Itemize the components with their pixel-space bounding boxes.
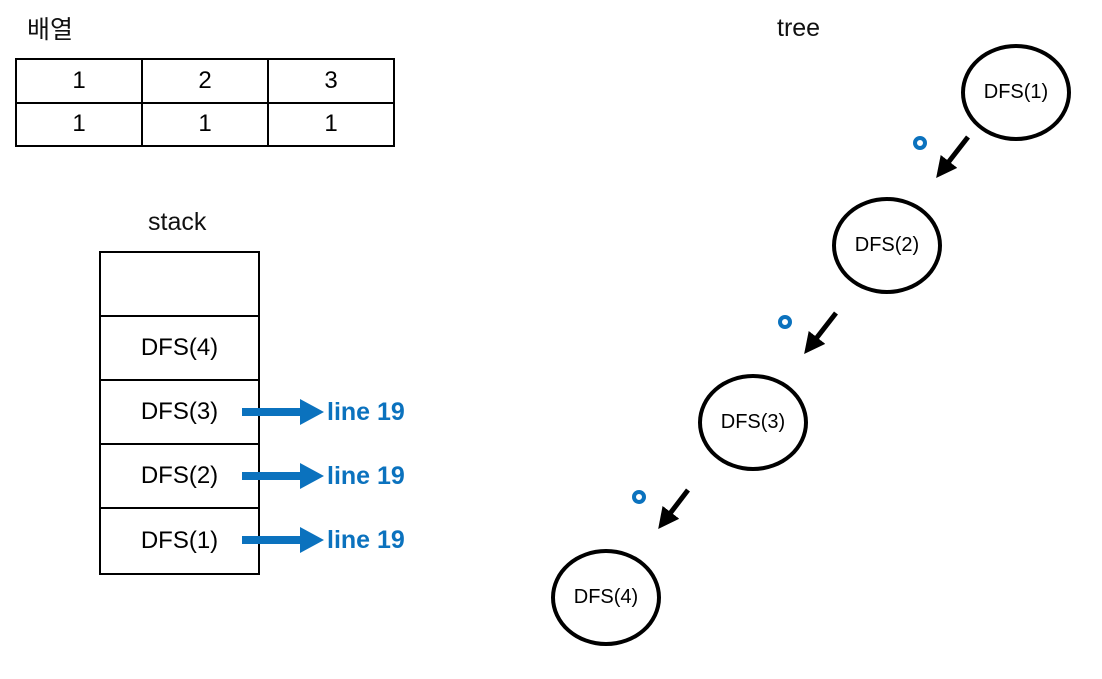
array-cell: 1 bbox=[15, 58, 143, 104]
arrow-head bbox=[300, 399, 324, 425]
stack-cell-dfs1: DFS(1) bbox=[140, 527, 219, 554]
visit-marker-icon bbox=[913, 136, 927, 150]
edge-arrow-1-2 bbox=[936, 135, 970, 178]
array-table: 1 2 3 1 1 1 bbox=[15, 58, 395, 147]
array-cell: 1 bbox=[267, 101, 395, 147]
arrow-head bbox=[300, 463, 324, 489]
stack-section-title: stack bbox=[148, 208, 207, 236]
line-annotation-dfs2: line 19 bbox=[327, 462, 405, 490]
stack-cell-empty bbox=[101, 253, 258, 317]
tree-node-dfs1: DFS(1) bbox=[961, 44, 1071, 141]
stack-cell-dfs3: DFS(3) bbox=[101, 381, 258, 445]
stack-pointer-arrow-icon bbox=[242, 463, 324, 489]
array-cell: 1 bbox=[15, 101, 143, 147]
arrow-stem bbox=[242, 408, 302, 416]
stack-cell-dfs2: DFS(2) bbox=[101, 445, 258, 509]
edge-arrow-3-4 bbox=[658, 488, 690, 530]
array-cell: 1 bbox=[141, 101, 269, 147]
arrow-stem bbox=[242, 472, 302, 480]
tree-node-label: DFS(4) bbox=[573, 586, 639, 608]
array-table-row: 1 1 1 bbox=[15, 101, 395, 147]
visit-marker-icon bbox=[632, 490, 646, 504]
array-cell: 2 bbox=[141, 58, 269, 104]
tree-node-label: DFS(3) bbox=[720, 411, 786, 433]
tree-node-dfs4: DFS(4) bbox=[551, 549, 661, 646]
arrow-stem bbox=[242, 536, 302, 544]
edge-arrow-2-3 bbox=[804, 311, 838, 354]
array-cell: 3 bbox=[267, 58, 395, 104]
line-annotation-dfs1: line 19 bbox=[327, 526, 405, 554]
tree-section-title: tree bbox=[777, 14, 821, 42]
visit-marker-icon bbox=[778, 315, 792, 329]
stack-box: DFS(4) DFS(3) DFS(2) DFS(1) bbox=[99, 251, 260, 575]
line-annotation-dfs3: line 19 bbox=[327, 398, 405, 426]
stack-pointer-arrow-icon bbox=[242, 527, 324, 553]
tree-node-label: DFS(1) bbox=[983, 81, 1049, 103]
tree-node-dfs2: DFS(2) bbox=[832, 197, 942, 294]
stack-cell-dfs4: DFS(4) bbox=[101, 317, 258, 381]
stack-pointer-arrow-icon bbox=[242, 399, 324, 425]
tree-node-dfs3: DFS(3) bbox=[698, 374, 808, 471]
arrow-head bbox=[300, 527, 324, 553]
tree-node-label: DFS(2) bbox=[854, 234, 920, 256]
array-table-row: 1 2 3 bbox=[15, 58, 395, 104]
array-section-title: 배열 bbox=[27, 16, 74, 44]
